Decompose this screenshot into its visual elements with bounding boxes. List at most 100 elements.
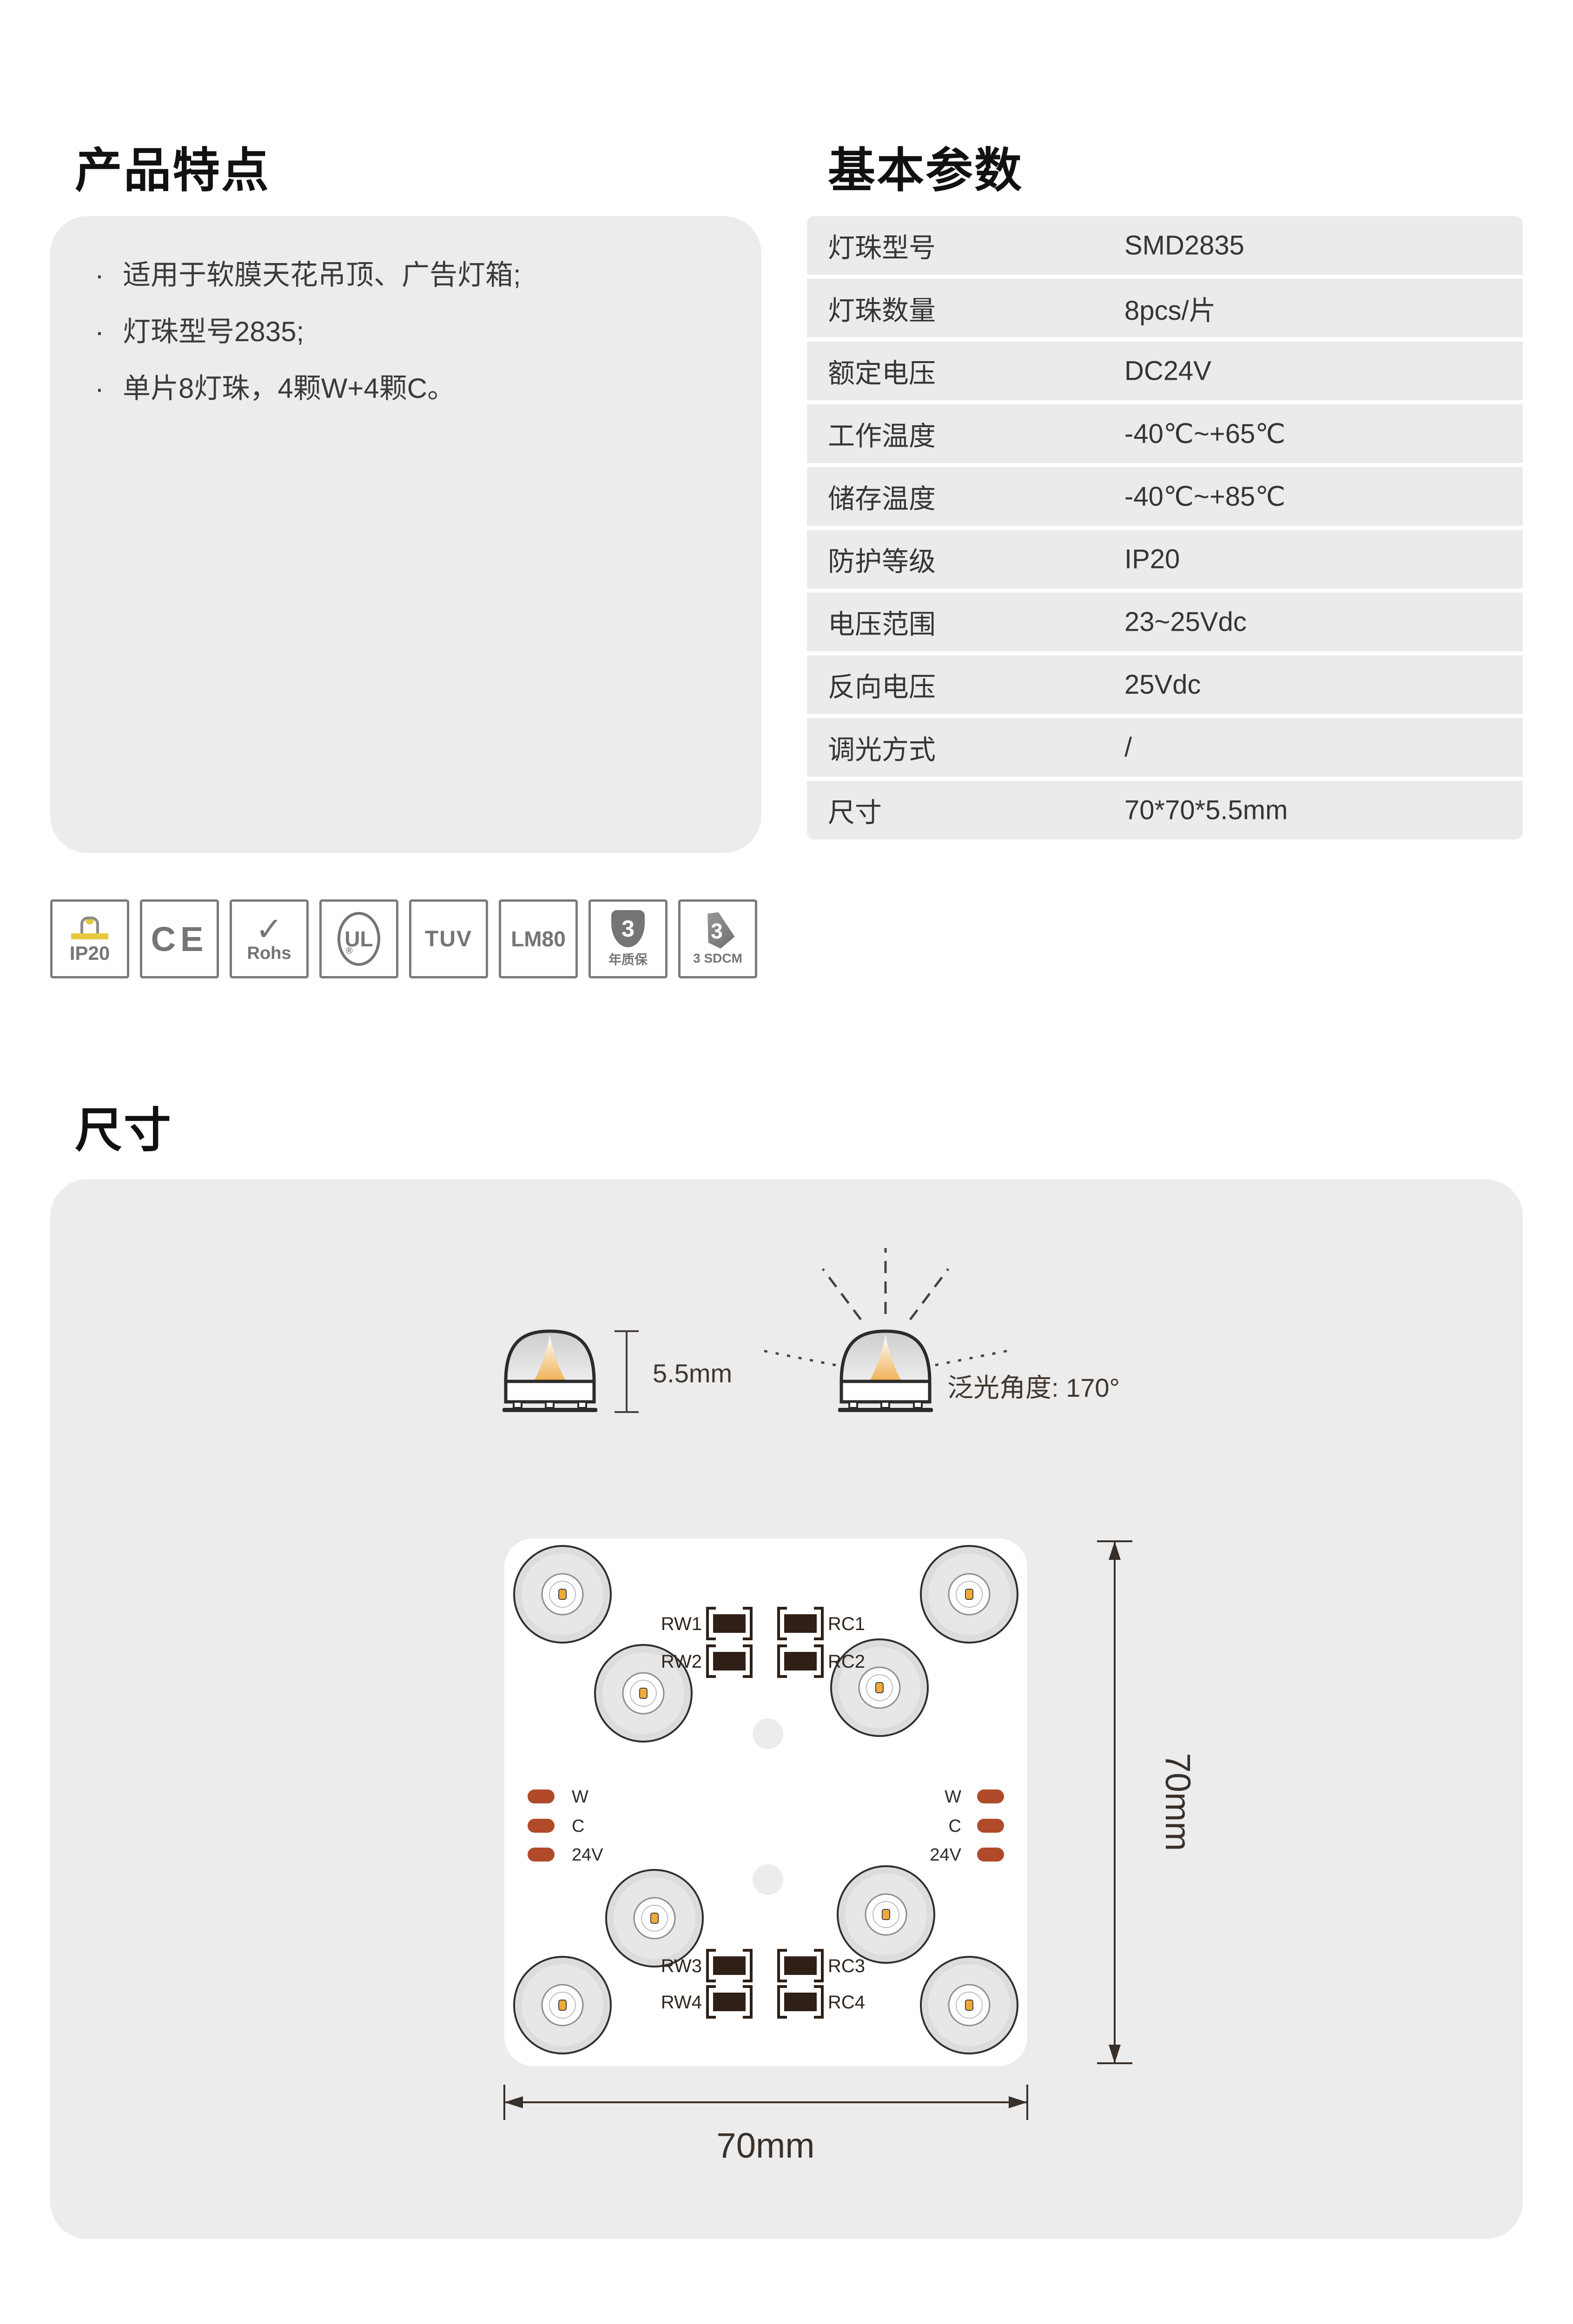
cert-badge-lm80: LM80 xyxy=(499,899,578,978)
pcb-resistors-top: RW1 RC1 RW2 RC2 xyxy=(661,1607,865,1678)
resistor-label: RW2 xyxy=(661,1651,702,1672)
cert-badge-tuv: TUV xyxy=(409,899,488,978)
param-value: IP20 xyxy=(1124,544,1180,574)
table-row: 额定电压 DC24V xyxy=(807,342,1523,400)
features-panel: · 适用于软膜天花吊顶、广告灯箱; · 灯珠型号2835; · 单片8灯珠，4颗W+4… xyxy=(50,216,761,853)
table-row: 尺寸 70*70*5.5mm xyxy=(807,781,1523,839)
param-label: 额定电压 xyxy=(828,358,936,389)
param-label: 反向电压 xyxy=(828,672,936,702)
height-dimension-label: 5.5mm xyxy=(653,1359,732,1388)
led-strip-icon xyxy=(68,913,111,939)
param-value: 70*70*5.5mm xyxy=(1124,795,1288,825)
param-label: 防护等级 xyxy=(828,547,936,577)
table-row: 灯珠数量 8pcs/片 xyxy=(807,279,1523,337)
dimensions-title: 尺寸 xyxy=(75,1104,172,1157)
resistor-label: RC2 xyxy=(828,1651,865,1672)
param-label: 调光方式 xyxy=(828,735,936,765)
resistor-label: RW4 xyxy=(661,1992,702,2013)
bullet-icon: · xyxy=(95,259,104,290)
certification-badges: IP20 CE ✓ Rohs UL ® TUV LM80 3 年质保 3 3 S… xyxy=(50,899,757,978)
cert-label: 年质保 xyxy=(608,952,648,967)
pcb-led-lenses xyxy=(513,1545,1018,2054)
feature-text: 适用于软膜天花吊顶、广告灯箱; xyxy=(123,259,521,290)
resistor-label: RC1 xyxy=(828,1614,865,1634)
pcb-pads-left: W C 24V xyxy=(528,1787,603,1865)
table-row: 调光方式 / xyxy=(807,718,1523,777)
param-value: / xyxy=(1124,732,1132,763)
cert-label: Rohs xyxy=(247,943,291,963)
param-label: 电压范围 xyxy=(828,609,936,640)
pad-label: 24V xyxy=(930,1845,961,1865)
bullet-icon: · xyxy=(95,373,104,404)
parameters-table: 灯珠型号 SMD2835 灯珠数量 8pcs/片 额定电压 DC24V 工作温度 -40… xyxy=(807,216,1523,839)
cert-badge-ul: UL ® xyxy=(319,899,398,978)
cert-label: LM80 xyxy=(511,927,566,951)
horizontal-dimension xyxy=(503,2085,1028,2120)
shield-icon: 3 xyxy=(611,910,645,947)
dimensions-diagram: 5.5mm 泛光角度: 170° xyxy=(502,1248,1197,2166)
resistor-label: RW3 xyxy=(661,1956,702,1976)
feature-item: · 适用于软膜天花吊顶、广告灯箱; xyxy=(95,261,761,290)
mounting-hole xyxy=(753,1864,783,1895)
bullet-icon: · xyxy=(95,316,104,347)
beam-angle-label: 泛光角度: 170° xyxy=(947,1373,1120,1402)
parameters-title: 基本参数 xyxy=(828,144,1023,197)
resistor-label: RC4 xyxy=(828,1992,865,2013)
vertical-dimension xyxy=(1097,1540,1132,2064)
param-value: SMD2835 xyxy=(1124,230,1244,261)
pad-label: C xyxy=(572,1816,584,1836)
table-row: 储存温度 -40℃~+85℃ xyxy=(807,467,1523,526)
cert-label: 3 SDCM xyxy=(693,951,742,965)
param-value: 8pcs/片 xyxy=(1124,296,1216,326)
resistor-label: RW1 xyxy=(661,1614,702,1634)
ul-mark-icon: UL ® xyxy=(337,912,380,966)
cert-badge-ip20: IP20 xyxy=(50,899,129,978)
cert-badge-ce: CE xyxy=(140,899,219,978)
feature-item: · 单片8灯珠，4颗W+4颗C。 xyxy=(95,374,761,403)
param-value: -40℃~+85℃ xyxy=(1124,482,1286,512)
param-value: DC24V xyxy=(1124,356,1211,386)
param-label: 尺寸 xyxy=(828,798,882,828)
pad-label: W xyxy=(572,1787,588,1807)
features-title: 产品特点 xyxy=(75,144,270,197)
pcb-pads-right: W C 24V xyxy=(930,1787,1004,1865)
param-label: 灯珠型号 xyxy=(828,233,936,263)
table-row: 反向电压 25Vdc xyxy=(807,655,1523,714)
pad-label: C xyxy=(949,1816,961,1836)
cert-label: IP20 xyxy=(69,942,110,964)
sdcm-icon: 3 xyxy=(707,912,735,949)
param-value: 25Vdc xyxy=(1124,669,1201,700)
features-list: · 适用于软膜天花吊顶、广告灯箱; · 灯珠型号2835; · 单片8灯珠，4颗W+4… xyxy=(50,216,761,403)
pad-label: 24V xyxy=(572,1845,603,1865)
led-side-view-beam xyxy=(838,1329,933,1412)
board-width-label: 70mm xyxy=(716,2126,814,2166)
param-label: 灯珠数量 xyxy=(828,296,936,326)
cert-badge-sdcm: 3 3 SDCM xyxy=(678,899,757,978)
feature-item: · 灯珠型号2835; xyxy=(95,317,761,346)
table-row: 电压范围 23~25Vdc xyxy=(807,593,1523,651)
led-side-view xyxy=(502,1329,597,1412)
feature-text: 单片8灯珠，4颗W+4颗C。 xyxy=(123,373,456,404)
resistor-label: RC3 xyxy=(828,1956,865,1976)
feature-text: 灯珠型号2835; xyxy=(123,316,304,347)
param-label: 储存温度 xyxy=(828,484,936,514)
checkmark-icon: ✓ xyxy=(255,911,283,947)
registered-icon: ® xyxy=(346,946,353,956)
mounting-hole xyxy=(753,1718,783,1749)
param-value: 23~25Vdc xyxy=(1124,607,1247,637)
table-row: 灯珠型号 SMD2835 xyxy=(807,216,1523,275)
param-value: -40℃~+65℃ xyxy=(1124,419,1286,449)
light-rays-icon xyxy=(760,1248,1011,1367)
pcb-resistors-bottom: RW3 RC3 RW4 RC4 xyxy=(661,1949,865,2019)
param-label: 工作温度 xyxy=(828,421,936,451)
cert-badge-warranty: 3 年质保 xyxy=(588,899,668,978)
cert-label: TUV xyxy=(425,926,472,951)
table-row: 防护等级 IP20 xyxy=(807,530,1523,588)
pad-label: W xyxy=(945,1787,961,1807)
height-dimension-bracket xyxy=(615,1330,639,1413)
ce-mark-icon: CE xyxy=(151,919,208,958)
dimensions-panel: 5.5mm 泛光角度: 170° xyxy=(50,1179,1523,2239)
board-height-label: 70mm xyxy=(1158,1753,1197,1851)
table-row: 工作温度 -40℃~+65℃ xyxy=(807,404,1523,463)
